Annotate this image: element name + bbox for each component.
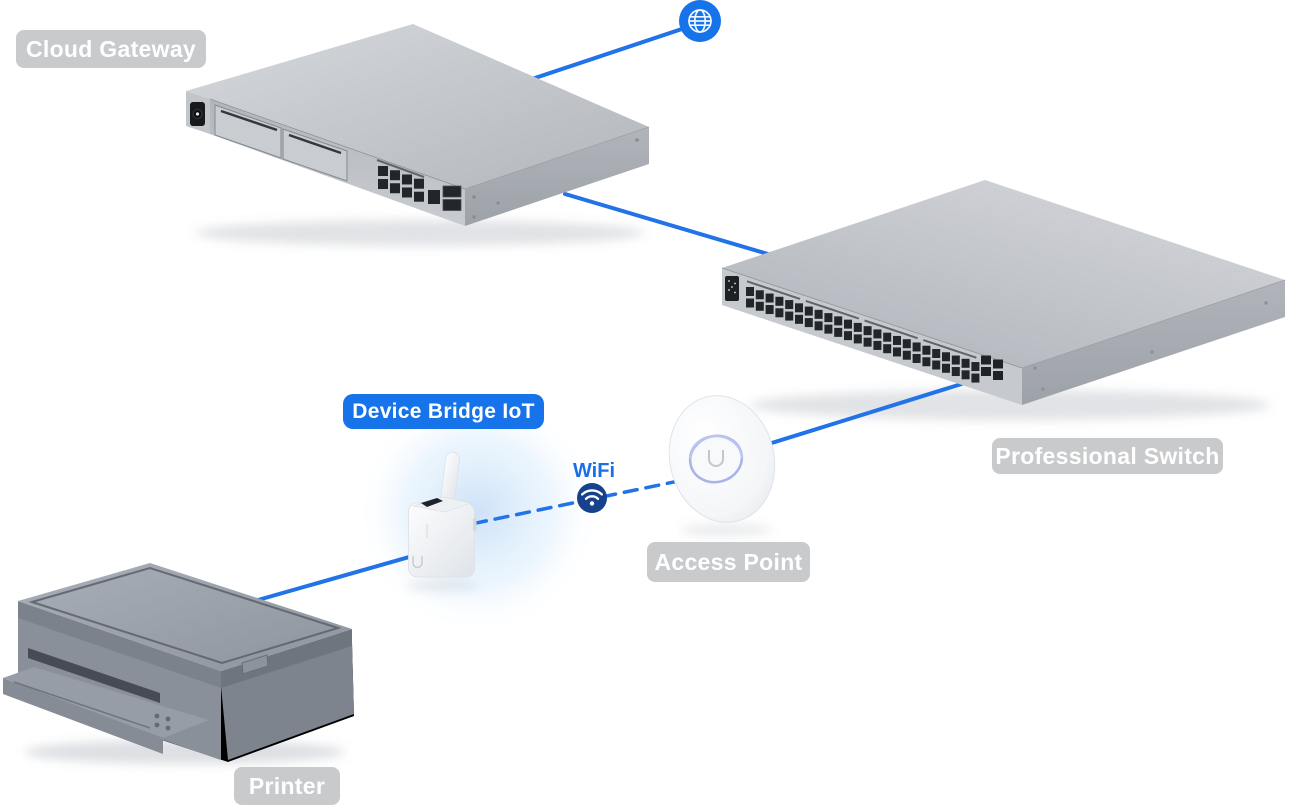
wireless-line-ap-bridge [450, 475, 700, 530]
bridge-glow [313, 347, 643, 677]
printer-lid-front [18, 601, 221, 688]
gateway-ethernet-ports [378, 166, 424, 202]
access-point-logo [708, 450, 724, 467]
wifi-icon [577, 483, 607, 513]
switch-ethernet-ports [746, 287, 980, 383]
printer-label: Printer [234, 767, 340, 805]
access-point-label: Access Point [647, 542, 810, 582]
printer-lid-top [18, 563, 352, 671]
gateway-drive-bays [214, 104, 348, 182]
gateway-screws [472, 138, 639, 219]
professional-switch-label: Professional Switch [992, 438, 1223, 474]
printer-tray [3, 667, 209, 738]
gateway-power-port [190, 102, 205, 126]
device-shadows [25, 220, 1270, 764]
printer-device [3, 563, 354, 762]
bridge-logo [412, 556, 423, 569]
gateway-sfp-ports [428, 185, 462, 211]
wired-line-switch-ap [760, 380, 970, 448]
cloud-gateway-label: Cloud Gateway [16, 30, 206, 68]
printer-ink-door [241, 654, 269, 675]
switch-sfp-ports [981, 355, 1003, 380]
switch-port-group-strips [746, 280, 977, 359]
printer-output-slot [28, 648, 160, 703]
bridge-ethernet-port [421, 498, 443, 507]
wired-line-gateway-switch [563, 192, 780, 259]
device-bridge-device [408, 451, 477, 578]
wired-line-internet-gateway [530, 21, 702, 81]
cloud-gateway-device [186, 24, 650, 226]
device-bridge-iot-label: Device Bridge IoT [343, 394, 544, 429]
globe-icon [679, 0, 721, 42]
professional-switch-device [721, 180, 1286, 405]
switch-screws [1033, 301, 1268, 391]
wifi-link-label: WiFi [572, 459, 616, 482]
printer-buttons [154, 713, 171, 731]
switch-console-port [725, 276, 739, 301]
access-point-device [668, 395, 776, 523]
